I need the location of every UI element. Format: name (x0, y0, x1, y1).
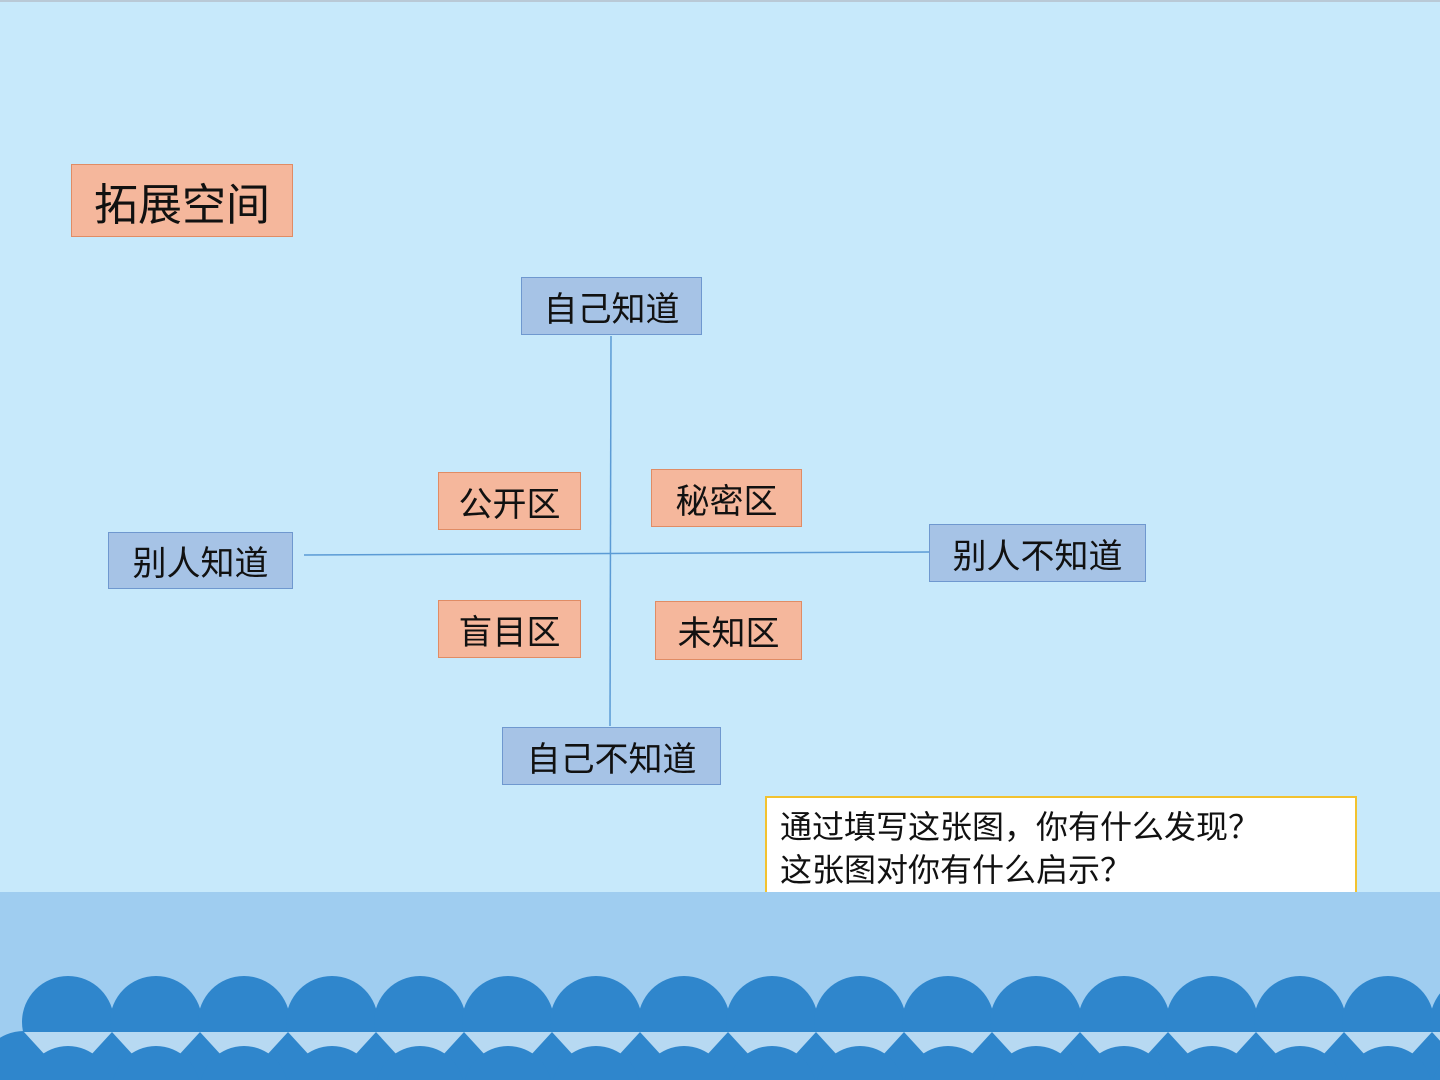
horizontal-axis-line (303, 551, 930, 556)
wave-dome (201, 1046, 287, 1080)
wave-dome (729, 1046, 815, 1080)
wave-dome (905, 1046, 991, 1080)
wave-dome (465, 1046, 551, 1080)
zone-open: 公开区 (438, 472, 581, 530)
zone-blind: 盲目区 (438, 600, 581, 658)
wave-dome (377, 1046, 463, 1080)
wave-dome (113, 1046, 199, 1080)
wave-dome (1345, 1046, 1431, 1080)
question-box: 通过填写这张图，你有什么发现？ 这张图对你有什么启示？ (765, 796, 1357, 897)
zone-unknown: 未知区 (655, 601, 802, 660)
top-border-line (0, 0, 1440, 2)
wave-dome (289, 1046, 375, 1080)
wave-dome (817, 1046, 903, 1080)
wave-dome (1257, 1046, 1343, 1080)
vertical-axis-line (609, 335, 612, 727)
wave-dome (1081, 1046, 1167, 1080)
axis-label-others-known: 别人知道 (108, 532, 293, 589)
section-title: 拓展空间 (71, 164, 293, 237)
wave-dome (641, 1046, 727, 1080)
wave-dome (553, 1046, 639, 1080)
wave-dome (25, 1046, 111, 1080)
question-line-2: 这张图对你有什么启示？ (780, 851, 1133, 889)
axis-label-self-unknown: 自己不知道 (502, 727, 721, 785)
zone-hidden: 秘密区 (651, 469, 802, 527)
axis-label-others-unknown: 别人不知道 (929, 524, 1146, 582)
wave-dome (1169, 1046, 1255, 1080)
wave-dome (993, 1046, 1079, 1080)
axis-label-self-known: 自己知道 (521, 277, 702, 335)
question-line-1: 通过填写这张图，你有什么发现？ (780, 808, 1261, 846)
wave-decoration (0, 976, 1440, 1080)
wave-dome (1433, 1064, 1440, 1080)
